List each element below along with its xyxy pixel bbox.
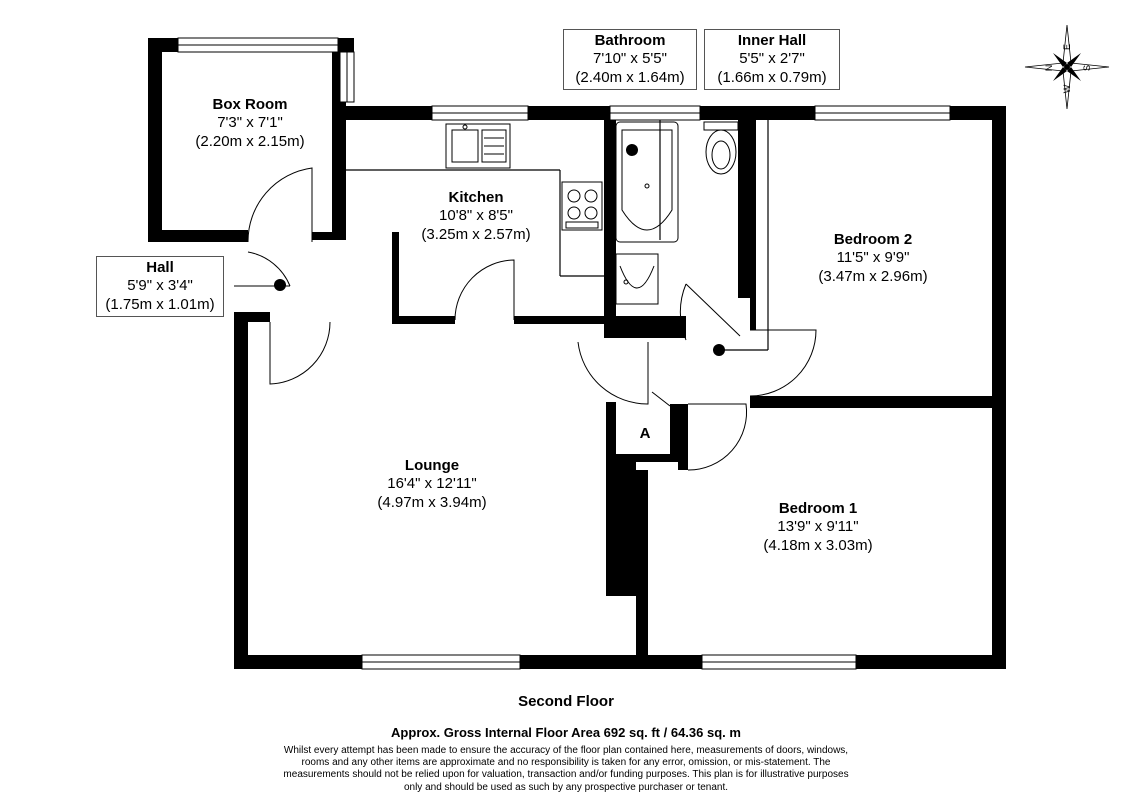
room-dim-metric: (4.18m x 3.03m) — [763, 536, 873, 554]
room-label-box-room: Box Room 7'3" x 7'1" (2.20m x 2.15m) — [170, 96, 330, 151]
room-name: Bedroom 2 — [833, 231, 913, 248]
light-point-hall — [274, 279, 286, 291]
room-label-bedroom-1: Bedroom 1 13'9" x 9'11" (4.18m x 3.03m) — [738, 500, 898, 555]
doors — [234, 167, 817, 471]
door-lounge — [577, 341, 649, 405]
room-dim-metric: (1.66m x 0.79m) — [717, 68, 827, 86]
room-dim-metric: (1.75m x 1.01m) — [105, 295, 215, 313]
door-bedroom-2 — [749, 329, 817, 397]
room-dim-metric: (2.40m x 1.64m) — [575, 68, 685, 86]
room-dim-metric: (2.20m x 2.15m) — [195, 132, 305, 150]
room-dim-imperial: 7'10" x 5'5" — [593, 50, 667, 68]
fixtures — [274, 144, 725, 356]
disclaimer-line: measurements should not be relied upon f… — [283, 769, 849, 781]
room-label-bathroom: Bathroom 7'10" x 5'5" (2.40m x 1.64m) — [563, 29, 697, 90]
toilet-cistern — [703, 121, 739, 131]
compass-n: N — [1044, 65, 1054, 72]
room-dim-metric: (4.97m x 3.94m) — [377, 493, 487, 511]
room-label-kitchen: Kitchen 10'8" x 8'5" (3.25m x 2.57m) — [400, 189, 552, 244]
light-point-inner-hall — [713, 344, 725, 356]
light-point-bathroom — [626, 144, 638, 156]
hob — [561, 181, 603, 231]
room-dim-imperial: 13'9" x 9'11" — [777, 518, 859, 536]
compass-w: W — [1062, 84, 1072, 93]
room-name: Lounge — [404, 457, 460, 474]
room-dim-metric: (3.47m x 2.96m) — [818, 267, 928, 285]
bathroom-fittings — [615, 121, 739, 305]
compass-e: E — [1062, 44, 1072, 50]
room-label-lounge: Lounge 16'4" x 12'11" (4.97m x 3.94m) — [352, 457, 512, 512]
room-dim-imperial: 7'3" x 7'1" — [217, 114, 283, 132]
room-dim-imperial: 10'8" x 8'5" — [439, 207, 513, 225]
bath — [615, 121, 679, 243]
disclaimer: Whilst every attempt has been made to en… — [0, 745, 1132, 794]
disclaimer-line: Whilst every attempt has been made to en… — [283, 745, 849, 756]
floor-name: Second Floor — [518, 693, 614, 710]
door-cupboard — [651, 391, 671, 407]
room-name: Bedroom 1 — [778, 500, 858, 517]
room-name: Box Room — [212, 96, 288, 113]
kitchen-fittings — [445, 123, 603, 231]
compass-icon: E W N S — [1024, 24, 1110, 110]
toilet-bowl — [705, 129, 737, 175]
disclaimer-line: rooms and any other items are approximat… — [301, 757, 831, 769]
gross-area: Approx. Gross Internal Floor Area 692 sq… — [391, 725, 741, 740]
room-label-inner-hall: Inner Hall 5'5" x 2'7" (1.66m x 0.79m) — [704, 29, 840, 90]
door-bedroom-1 — [687, 403, 748, 471]
room-name: Hall — [146, 259, 174, 276]
door-box-room — [247, 167, 313, 243]
cupboard-label: A — [639, 425, 651, 442]
basin — [615, 253, 659, 305]
room-label-bedroom-2: Bedroom 2 11'5" x 9'9" (3.47m x 2.96m) — [795, 231, 951, 286]
compass-s: S — [1082, 65, 1092, 71]
room-name: Bathroom — [594, 32, 666, 49]
room-dim-metric: (3.25m x 2.57m) — [421, 225, 531, 243]
door-kitchen — [454, 259, 515, 321]
room-dim-imperial: 11'5" x 9'9" — [836, 249, 910, 267]
room-name: Inner Hall — [737, 32, 807, 49]
room-dim-imperial: 16'4" x 12'11" — [387, 475, 477, 493]
room-dim-imperial: 5'5" x 2'7" — [739, 50, 805, 68]
room-name: Kitchen — [448, 189, 504, 206]
windows — [177, 37, 951, 670]
door-bathroom — [685, 283, 741, 337]
thin-walls — [346, 120, 769, 351]
disclaimer-line: only and should be used as such by any p… — [403, 781, 729, 793]
room-dim-imperial: 5'9" x 3'4" — [127, 277, 193, 295]
sink — [445, 123, 511, 169]
door-hall-lounge — [269, 321, 331, 385]
room-label-hall: Hall 5'9" x 3'4" (1.75m x 1.01m) — [96, 256, 224, 317]
walls — [148, 38, 1006, 669]
